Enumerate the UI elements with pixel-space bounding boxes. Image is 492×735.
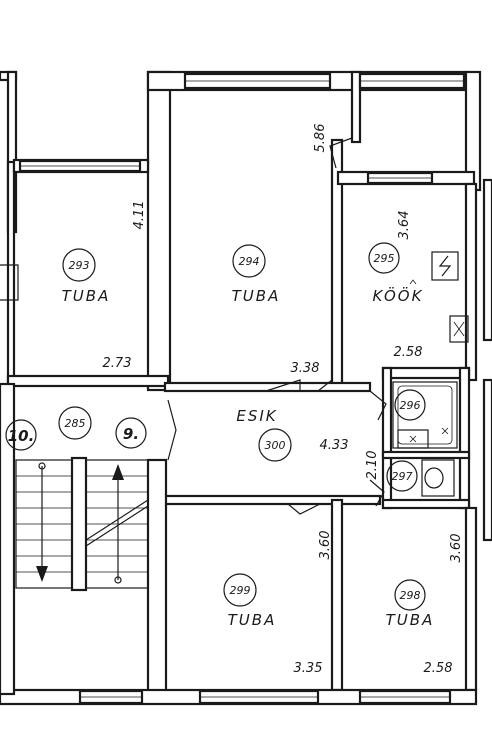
windows bbox=[18, 72, 466, 705]
dim-300-height: 2.10 bbox=[365, 451, 380, 480]
svg-text:297: 297 bbox=[392, 470, 413, 483]
dim-293-width: 2.73 bbox=[103, 356, 132, 371]
dim-295-height: 3.64 bbox=[397, 211, 412, 240]
room-id-300: 300 bbox=[258, 428, 292, 462]
dim-298-height: 3.60 bbox=[449, 534, 464, 563]
room-name-294: TUBA bbox=[232, 287, 281, 305]
fixtures bbox=[392, 251, 469, 497]
floor-marker-left: 10. bbox=[5, 419, 37, 451]
room-name-300: ESIK bbox=[236, 407, 277, 425]
svg-text:10.: 10. bbox=[8, 427, 35, 445]
svg-text:9.: 9. bbox=[123, 425, 139, 443]
staircase bbox=[15, 456, 149, 592]
room-id-298: 298 bbox=[394, 579, 426, 611]
dim-298-width: 2.58 bbox=[424, 661, 453, 676]
room-id-294: 294 bbox=[232, 244, 266, 278]
svg-text:299: 299 bbox=[230, 584, 251, 597]
room-name-298: TUBA bbox=[386, 611, 435, 629]
room-id-293: 293 bbox=[62, 248, 96, 282]
dim-299-width: 3.35 bbox=[294, 661, 323, 676]
accent-mark bbox=[409, 279, 417, 285]
room-name-295: KÖÖK bbox=[373, 286, 424, 305]
room-id-295: 295 bbox=[368, 242, 400, 274]
dim-299-height: 3.60 bbox=[318, 531, 333, 560]
dim-300-width: 4.33 bbox=[320, 438, 349, 453]
room-id-297: 297 bbox=[386, 460, 418, 492]
room-names: TUBA TUBA KÖÖK ESIK TUBA TUBA bbox=[62, 286, 435, 629]
room-id-markers: 293 294 295 296 297 300 299 298 bbox=[58, 242, 426, 611]
dim-294-height: 5.86 bbox=[313, 124, 328, 153]
room-id-285: 285 bbox=[58, 406, 92, 440]
svg-text:298: 298 bbox=[400, 589, 421, 602]
room-name-293: TUBA bbox=[62, 287, 111, 305]
svg-text:285: 285 bbox=[65, 417, 86, 430]
room-id-296: 296 bbox=[394, 389, 426, 421]
room-name-299: TUBA bbox=[228, 611, 277, 629]
floor-markers: 10. 9. bbox=[5, 417, 147, 451]
dim-293-height: 4.11 bbox=[132, 201, 147, 230]
svg-text:300: 300 bbox=[265, 439, 286, 452]
doors bbox=[167, 137, 387, 515]
svg-text:295: 295 bbox=[374, 252, 395, 265]
dim-295-width: 2.58 bbox=[394, 345, 423, 360]
floor-marker-right: 9. bbox=[115, 417, 147, 449]
svg-text:294: 294 bbox=[239, 255, 260, 268]
svg-text:293: 293 bbox=[69, 259, 90, 272]
svg-text:296: 296 bbox=[400, 399, 421, 412]
room-id-299: 299 bbox=[223, 573, 257, 607]
dim-294-width: 3.38 bbox=[291, 361, 320, 376]
dimensions: 4.11 2.73 5.86 3.38 3.64 2.58 4.33 2.10 … bbox=[103, 124, 464, 676]
